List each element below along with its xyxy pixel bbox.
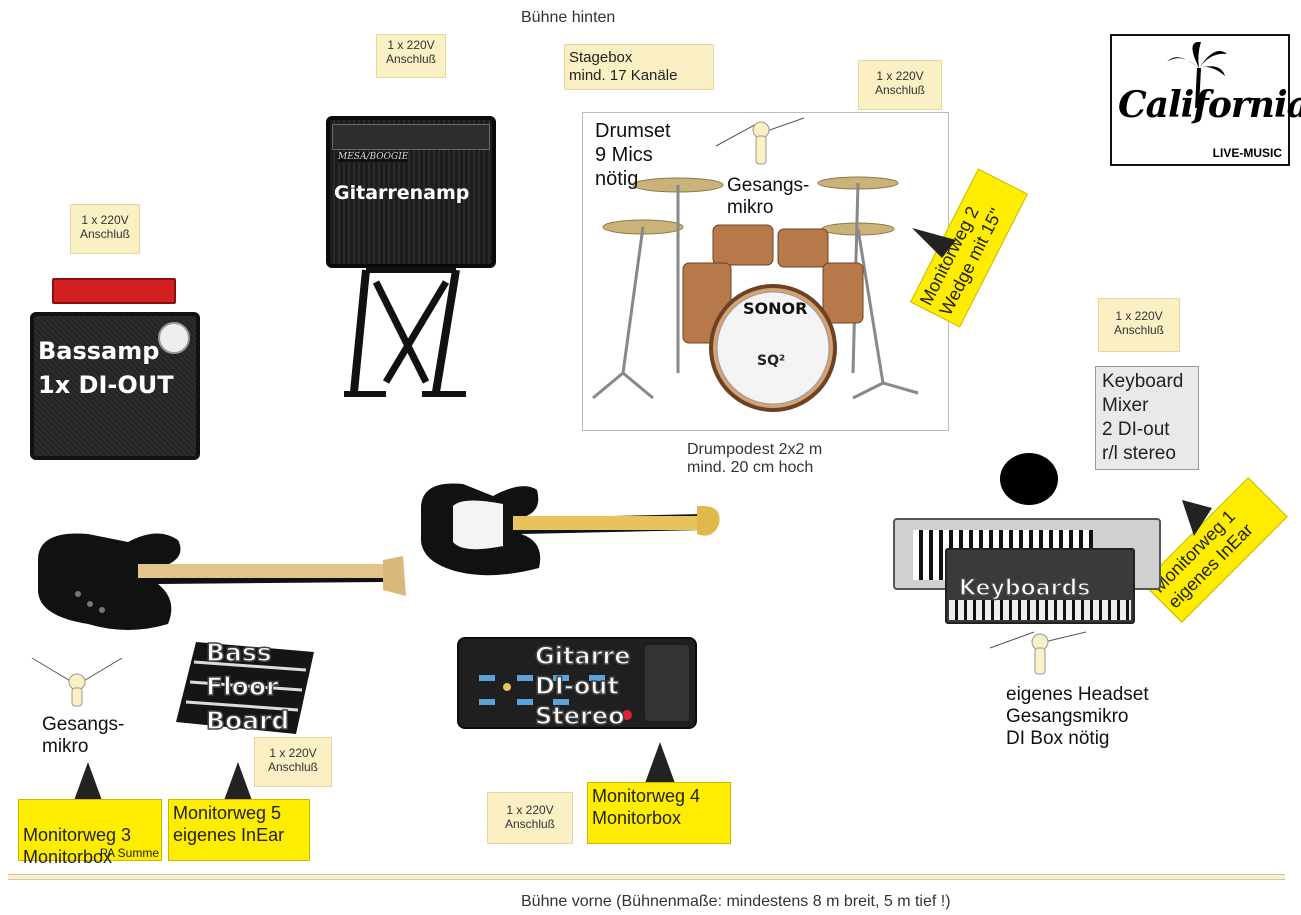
california-logo: California LIVE-MUSIC: [1110, 34, 1301, 166]
monitor-3-label: Monitorweg 3 Monitorbox PA Summe: [18, 799, 162, 867]
drum-vocal-mic-label: Gesangs- mikro: [727, 175, 810, 218]
drumset-text: Drumset 9 Mics nötig: [595, 120, 671, 190]
drum-area: SONOR SQ² Drumset 9 Mics nötig Gesangs- …: [582, 112, 949, 431]
left-vocal-mic-icon: [31, 657, 123, 707]
monitor-5-arrow-icon: [222, 762, 254, 806]
keyboard-player-marker: [1000, 453, 1058, 505]
monitor-4-label: Monitorweg 4 Monitorbox: [587, 782, 731, 844]
power-note-guitar-amp: 1 x 220V Anschluß: [376, 34, 446, 78]
pedalboard-icon: [176, 642, 314, 734]
stage-front-line: [8, 874, 1285, 880]
power-note-guitar-fx: 1 x 220V Anschluß: [487, 792, 573, 844]
guitar-amp-brand: MESA/BOOGIE: [338, 152, 409, 162]
monitor-3-sub: PA Summe: [99, 846, 159, 860]
monitor-4-arrow-icon: [644, 742, 676, 786]
power-note-keyboard: 1 x 220V Anschluß: [1098, 298, 1180, 352]
power-note-drums: 1 x 220V Anschluß: [858, 60, 942, 110]
bass-amp-label: Bassamp 1x DI-OUT: [38, 337, 174, 399]
guitar-amp: MESA/BOOGIE Gitarrenamp: [326, 112, 496, 412]
logo-brand: California: [1118, 84, 1301, 126]
guitar-fx-label: Gitarre DI-out Stereo: [534, 641, 631, 731]
power-note-bass-floor: 1 x 220V Anschluß: [254, 737, 332, 787]
bass-floor-label: Bass Floor Board: [205, 637, 290, 736]
monitor-3-arrow-icon: [72, 762, 104, 806]
drum-podest-note: Drumpodest 2x2 m mind. 20 cm hoch: [687, 441, 823, 476]
monitor-5-label: Monitorweg 5 eigenes InEar: [168, 799, 310, 861]
monitor-3-text: Monitorweg 3 Monitorbox: [23, 825, 132, 867]
guitar-fx-board: Gitarre DI-out Stereo: [457, 637, 701, 733]
bass-amp-head: [52, 278, 176, 304]
drum-brand: SONOR: [743, 299, 808, 318]
keyboards: Keyboards: [893, 518, 1161, 628]
bass-floor-board: Bass Floor Board: [176, 637, 316, 738]
monitor-1-arrow-icon: [1182, 500, 1212, 536]
amp-stand-icon: [344, 267, 466, 397]
monitor-2-arrow-icon: [912, 228, 956, 258]
guitar-amp-panel: [332, 124, 490, 150]
stage-back-label: Bühne hinten: [521, 9, 616, 26]
left-vocal-mic-label: Gesangs- mikro: [42, 714, 125, 757]
stage-front-label: Bühne vorne (Bühnenmaße: mindestens 8 m …: [521, 893, 951, 910]
bass-guitar-icon: [38, 533, 406, 630]
palm-tree-icon: [1167, 41, 1227, 109]
bass-amp-badge-icon: [158, 322, 190, 354]
drum-kick-logo: SQ²: [757, 353, 786, 369]
bass-amp: Bassamp 1x DI-OUT: [30, 278, 208, 466]
keyboard-mixer-note: Keyboard Mixer 2 DI-out r/l stereo: [1095, 366, 1199, 470]
guitar-amp-label: Gitarrenamp: [334, 182, 470, 204]
logo-sub: LIVE-MUSIC: [1212, 146, 1282, 160]
electric-guitar-icon: [420, 483, 720, 576]
keyboards-label: Keyboards: [958, 575, 1091, 602]
keyboard-mic-icon: [989, 631, 1087, 675]
power-note-bass-amp: 1 x 220V Anschluß: [70, 204, 140, 254]
guitar-fx-knobs-icon: [479, 645, 689, 721]
drum-vocal-mic-icon: [715, 117, 805, 165]
keyboard-headset-note: eigenes Headset Gesangsmikro DI Box nöti…: [1006, 684, 1149, 749]
keyboard-bottom-keys: [949, 600, 1131, 620]
drumset-icon: [592, 176, 919, 412]
stagebox-note: Stagebox mind. 17 Kanäle: [564, 44, 714, 90]
